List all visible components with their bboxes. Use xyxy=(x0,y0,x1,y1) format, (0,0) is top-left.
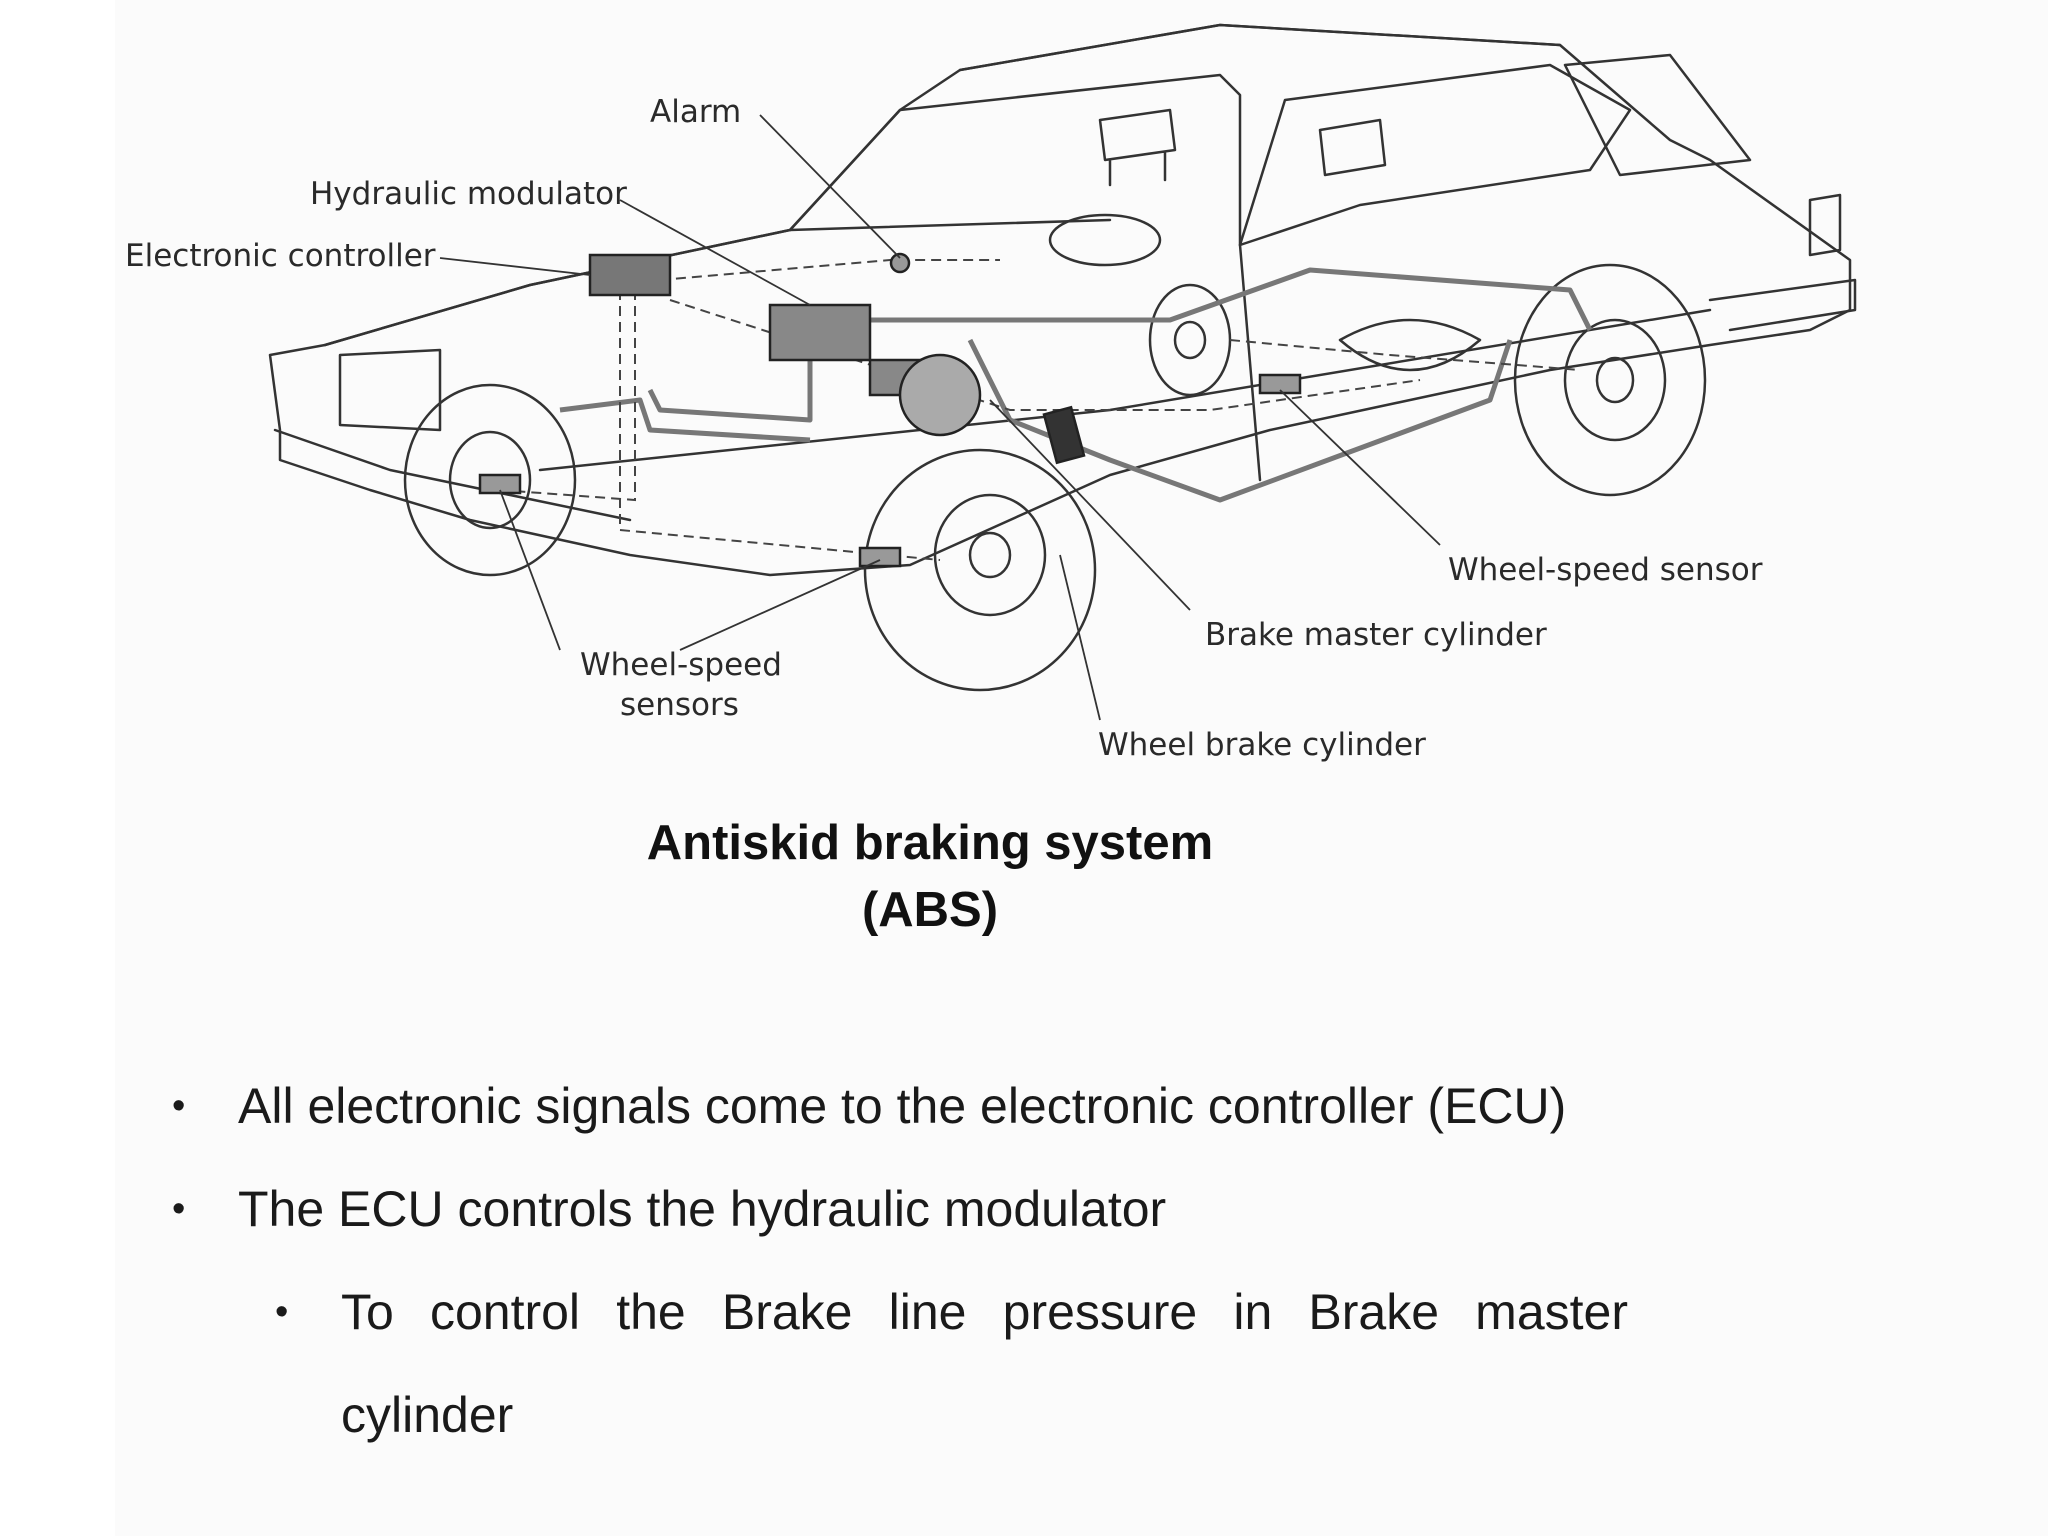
bullet-glyph: • xyxy=(172,1085,186,1127)
label-wheel-speed-sensors-line1: Wheel-speed xyxy=(580,647,782,683)
leader-wheel-speed-sensors-right xyxy=(679,559,881,651)
wheel-rear-right xyxy=(1513,263,1707,497)
front-bumper xyxy=(273,428,632,522)
bullet-text: To control the Brake line pressure in Br… xyxy=(341,1284,1628,1443)
steering-wheel xyxy=(1048,213,1162,267)
signal-line-3 xyxy=(659,259,1000,281)
bullet-list: • All electronic signals come to the ele… xyxy=(170,1055,1650,1467)
seat-front xyxy=(1098,108,1177,187)
front-light xyxy=(338,348,442,432)
sensor-front-right xyxy=(858,546,902,568)
caption-line-1: Antiskid braking system xyxy=(646,816,1214,870)
signal-line-2 xyxy=(499,290,636,502)
caption-line-2: (ABS) xyxy=(861,883,999,937)
abs-car-diagram: Alarm Hydraulic modulator Electronic con… xyxy=(110,0,1870,780)
label-wheel-speed-sensors-line2: sensors xyxy=(620,687,739,723)
bullet-glyph: • xyxy=(172,1188,186,1230)
rear-grille xyxy=(1808,193,1842,257)
windshield xyxy=(788,73,1242,247)
signal-line-5 xyxy=(1229,339,1581,371)
bullet-text: All electronic signals come to the elect… xyxy=(238,1078,1567,1134)
wheel-front-left xyxy=(403,383,577,577)
bullet-glyph: • xyxy=(275,1291,289,1333)
label-alarm: Alarm xyxy=(650,94,741,130)
rear-bumper xyxy=(1708,278,1857,332)
wheel-front-right xyxy=(863,448,1097,692)
bullet-item: • All electronic signals come to the ele… xyxy=(170,1055,1650,1158)
rear-differential xyxy=(1338,318,1482,372)
roof-line xyxy=(958,23,1562,72)
sensor-rear xyxy=(1258,373,1302,395)
label-wheel-brake-cylinder: Wheel brake cylinder xyxy=(1098,727,1426,763)
label-electronic-controller: Electronic controller xyxy=(125,238,436,274)
label-brake-master-cylinder: Brake master cylinder xyxy=(1205,617,1547,653)
leader-electronic-controller xyxy=(439,257,591,276)
sub-bullet-item: • To control the Brake line pressure in … xyxy=(273,1261,1628,1467)
brake-pedal xyxy=(1042,405,1086,465)
label-hydraulic-modulator: Hydraulic modulator xyxy=(310,176,627,212)
bullet-item: • The ECU controls the hydraulic modulat… xyxy=(170,1158,1650,1261)
sensor-front-left xyxy=(478,473,522,495)
seat-rear xyxy=(1318,118,1387,177)
leader-wheel-speed-sensor xyxy=(1279,389,1441,546)
side-window-rear xyxy=(1563,53,1752,177)
hydraulic-modulator-block xyxy=(768,303,872,362)
car-illustration: Alarm Hydraulic modulator Electronic con… xyxy=(125,23,1857,763)
leader-hydraulic-modulator xyxy=(619,199,811,306)
hydraulic-line-rear xyxy=(967,338,1513,503)
leader-wheel-speed-sensors-left xyxy=(499,489,561,651)
slide-background xyxy=(115,0,2048,1536)
body-crease xyxy=(538,308,1712,472)
alarm-component xyxy=(889,252,911,274)
door-line xyxy=(1238,243,1262,482)
hydraulic-line-left xyxy=(559,397,811,443)
hydraulic-line-front xyxy=(647,267,1593,423)
bullet-text: The ECU controls the hydraulic modulator xyxy=(238,1181,1167,1237)
brake-booster xyxy=(898,353,982,437)
leader-brake-master-cylinder xyxy=(989,399,1191,611)
hood-line xyxy=(323,218,1112,347)
electronic-controller-box xyxy=(588,253,672,297)
side-window-front xyxy=(1238,63,1632,247)
signal-line-1 xyxy=(619,290,941,561)
diagram-caption: Antiskid braking system (ABS) xyxy=(480,810,1380,944)
leader-wheel-brake-cylinder xyxy=(1059,554,1101,721)
leader-alarm xyxy=(759,114,901,259)
label-wheel-speed-sensor: Wheel-speed sensor xyxy=(1448,552,1763,588)
